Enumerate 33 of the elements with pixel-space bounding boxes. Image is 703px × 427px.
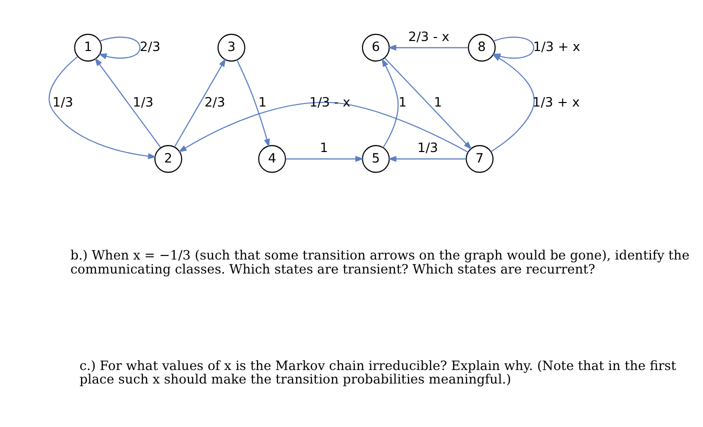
edge-label: 2/3 - x [408,30,450,45]
arrow [48,56,157,160]
edge-label: 1/3 + x [533,40,580,55]
arrow [94,57,162,148]
edge-label: 1 [398,96,407,111]
arrow [178,102,468,153]
edge-label: 1/3 [417,141,438,156]
node-circle: 7 [466,145,494,173]
node-circle: 1 [74,34,102,62]
arrow [236,60,270,148]
edge-label: 1/3 [52,96,74,111]
edge-label: 1 [258,96,267,111]
edge-label: 1 [320,141,328,156]
edge-label: 1 [434,96,442,111]
arrow [98,36,140,60]
arrow [286,156,364,162]
node-circle: 3 [218,34,246,62]
node-circle: 4 [258,145,286,173]
node-circle: 8 [468,34,496,62]
node-circle: 2 [154,145,182,173]
arrow [382,58,399,148]
arrow [388,44,468,51]
label: b.) When x = −1/3 (such that some transition arrows on the graph would be gone), identify the communicating classes. Which states are transient? Which states are recurrent? [70,248,690,278]
arrow [384,58,472,150]
arrow [492,36,534,60]
arrow [388,156,466,162]
edge-label: 2/3 [204,96,226,111]
arrow [174,58,226,148]
edge-label: 2/3 [140,40,160,55]
node-circle: 5 [362,145,390,173]
label: c.) For what values of x is the Markov chain irreducible? Explain why. (Note that in the first place such x should make the transition probabilities meaningful.) [79,358,676,388]
edge-label: 1/3 [132,96,154,111]
node-circle: 6 [362,34,390,62]
